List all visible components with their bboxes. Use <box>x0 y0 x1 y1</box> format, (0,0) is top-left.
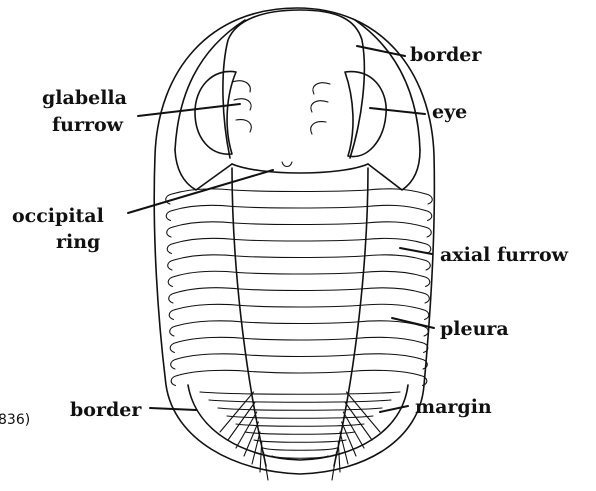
pygidium-ring <box>218 408 382 410</box>
pleural-segment-right <box>360 288 423 293</box>
leader-margin <box>380 406 408 412</box>
label-axial-furrow: axial furrow <box>440 244 569 266</box>
leader-lines <box>128 46 434 412</box>
pleural-tip-left <box>170 343 176 353</box>
pleural-tip-left <box>167 244 173 254</box>
axial-ring <box>246 339 354 341</box>
pleural-tip-left <box>169 310 175 320</box>
pleural-tip-left <box>170 326 176 336</box>
pleural-segment-left <box>175 304 241 309</box>
pygidium-ring <box>209 400 391 402</box>
labels: border glabella furrow eye occipital rin… <box>0 44 569 428</box>
pleural-segment-right <box>358 304 422 309</box>
leader-border-bottom <box>150 408 196 410</box>
axial-ring <box>242 306 358 308</box>
pleural-tip-left <box>168 260 174 270</box>
pleural-segment-left <box>174 271 238 276</box>
pleural-tip-right <box>424 277 430 287</box>
pleural-segment-right <box>352 354 421 359</box>
pleural-tip-right <box>426 194 432 204</box>
pygidium-rib-left <box>252 432 260 464</box>
pleural-segment-right <box>350 370 421 375</box>
leader-occipital-ring <box>128 170 273 213</box>
pleural-segment-right <box>367 189 426 194</box>
pleural-tip-left <box>169 293 175 303</box>
axial-ring <box>237 256 363 258</box>
pleural-segment-left <box>176 337 245 342</box>
pleural-segment-left <box>177 354 248 359</box>
pleural-tip-right <box>423 293 429 303</box>
body-segments <box>166 189 433 480</box>
pleural-tip-left <box>167 227 173 237</box>
label-ring: ring <box>56 231 100 253</box>
pygidium-ring <box>236 424 364 426</box>
axial-furrow-right <box>334 168 368 466</box>
occipital-node <box>282 162 292 167</box>
label-pleura: pleura <box>440 318 509 340</box>
label-occipital: occipital <box>12 205 104 227</box>
pleural-segment-right <box>365 238 425 243</box>
cut-off-text: 836) <box>0 412 30 428</box>
label-border-bottom: border <box>70 399 142 421</box>
axial-ring <box>235 240 364 242</box>
axial-ring <box>234 223 365 225</box>
axial-furrows <box>232 168 368 466</box>
pleural-segment-left <box>175 288 240 293</box>
pygidium-rib-right <box>340 432 348 464</box>
pleural-tip-left <box>168 277 174 287</box>
glabella-furrows <box>232 81 330 134</box>
axial-ring <box>248 355 352 357</box>
axial-ring <box>240 289 360 291</box>
pleural-tip-right <box>422 326 428 336</box>
pleural-tip-right <box>426 211 432 221</box>
occipital-ring-shape <box>232 164 368 173</box>
pleural-segment-right <box>354 337 421 342</box>
pleural-tip-left <box>171 359 177 369</box>
pygidium-ring <box>272 456 328 458</box>
inner-border-line <box>188 385 408 460</box>
genal-right <box>368 150 420 190</box>
label-glabella: glabella <box>42 87 127 109</box>
pleural-tip-left <box>171 376 177 386</box>
label-border-top: border <box>410 44 482 66</box>
pleural-segment-left <box>173 238 235 243</box>
pygidium-ring <box>254 440 346 442</box>
label-furrow: furrow <box>52 114 124 136</box>
axial-ring <box>233 207 366 209</box>
label-margin: margin <box>415 396 492 418</box>
pleural-segment-right <box>367 205 426 210</box>
glabella-outline <box>223 10 364 158</box>
leader-eye <box>370 108 425 114</box>
pleural-segment-right <box>362 271 424 276</box>
leader-axial-furrow <box>400 248 432 254</box>
pleural-segment-right <box>363 255 424 260</box>
pleural-segment-left <box>177 370 250 375</box>
leader-glabella-furrow <box>138 104 240 116</box>
left-eye <box>195 71 236 154</box>
pleural-segment-left <box>172 205 233 210</box>
pleural-segment-left <box>173 222 234 227</box>
pygidium-ring <box>227 416 373 418</box>
pleural-segment-right <box>366 222 425 227</box>
axial-furrow-left <box>232 168 266 466</box>
leader-pleura <box>392 318 434 328</box>
pleural-segment-left <box>174 255 237 260</box>
pleural-tip-left <box>166 211 172 221</box>
label-eye: eye <box>432 101 467 123</box>
pleural-tip-right <box>423 310 429 320</box>
pleural-segment-left <box>176 321 244 326</box>
axial-ring <box>250 372 349 374</box>
right-eye <box>345 72 386 157</box>
axial-ring <box>233 190 368 192</box>
pleural-tip-right <box>425 227 431 237</box>
pygidium-ring <box>263 448 337 450</box>
axial-ring <box>238 273 361 275</box>
pygidium-ring <box>245 432 355 434</box>
axial-ring <box>244 322 356 324</box>
pygidium-ring <box>200 392 400 394</box>
pleural-tip-right <box>424 260 430 270</box>
